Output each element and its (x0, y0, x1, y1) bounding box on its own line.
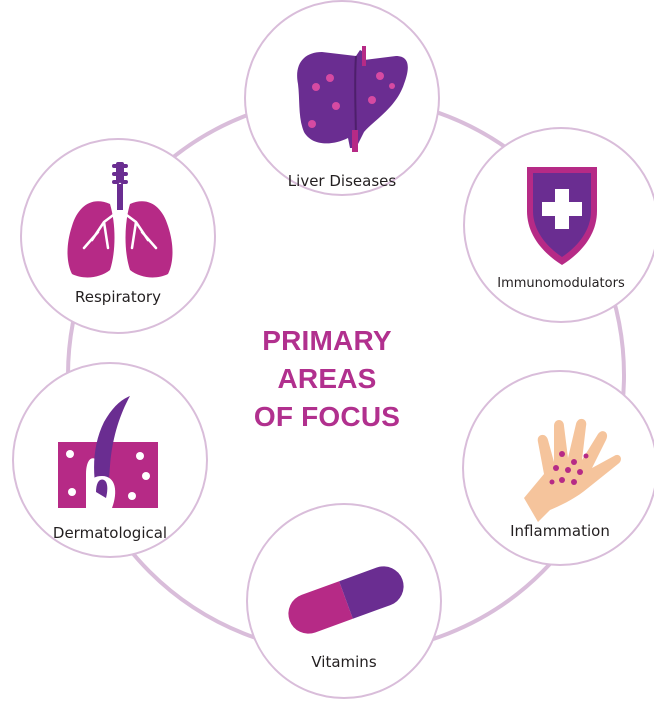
area-label: Dermatological (52, 524, 168, 542)
area-label: Immunomodulators (497, 276, 625, 291)
shield-plus-icon (527, 167, 597, 265)
hair-follicle-icon (58, 396, 158, 508)
area-label: Respiratory (75, 288, 161, 306)
area-liver-diseases: Liver Diseases (244, 0, 440, 196)
area-inflammation: Inflammation (462, 370, 654, 566)
area-dermatological: Dermatological (12, 362, 208, 558)
area-immunomodulators: Immunomodulators (463, 127, 654, 323)
area-respiratory: Respiratory (20, 138, 216, 334)
area-label: Vitamins (311, 653, 377, 671)
center-title: PRIMARY AREAS OF FOCUS (212, 322, 442, 436)
center-title-line2: OF FOCUS (253, 401, 401, 432)
capsule-icon (288, 566, 404, 634)
lungs-icon (67, 162, 173, 278)
area-label: Inflammation (510, 522, 610, 540)
area-label: Liver Diseases (287, 172, 397, 190)
area-vitamins: Vitamins (246, 503, 442, 699)
rash-hand-icon (524, 418, 621, 522)
center-title-line1: PRIMARY AREAS (262, 325, 392, 394)
liver-icon (297, 46, 408, 152)
